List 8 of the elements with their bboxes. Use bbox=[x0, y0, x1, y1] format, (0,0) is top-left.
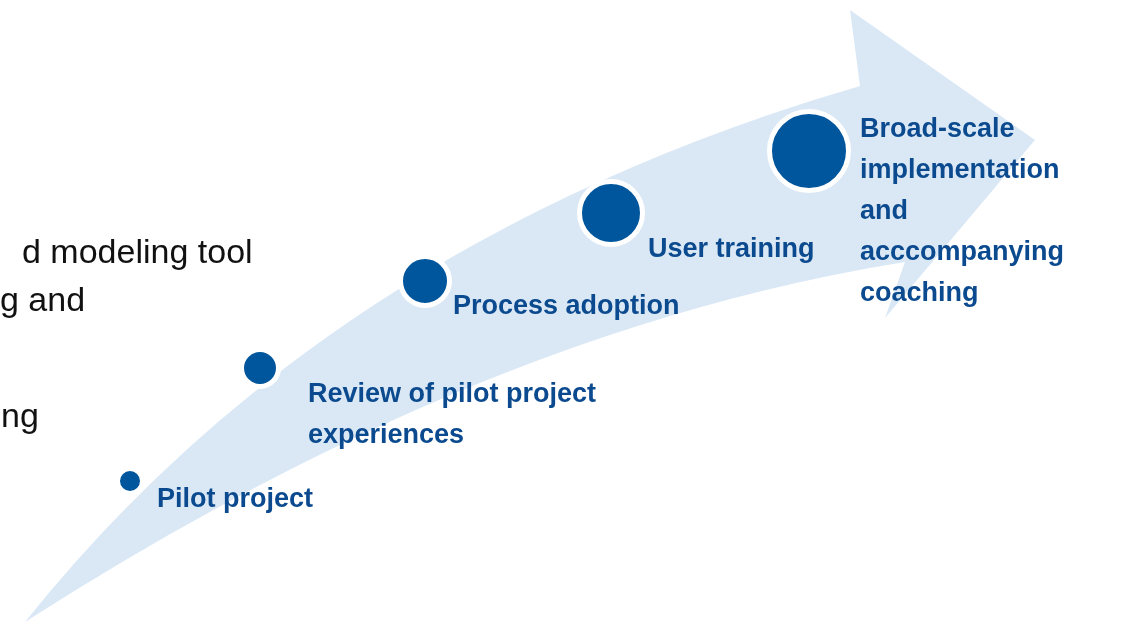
body-text: ng bbox=[1, 396, 39, 435]
milestone-label: Review of pilot project experiences bbox=[308, 377, 598, 451]
body-text: g and bbox=[0, 280, 86, 319]
milestone-label: Pilot project bbox=[157, 482, 314, 515]
milestone-label: User training bbox=[648, 232, 816, 265]
milestone-label: Broad-scale implementation and acccompanying coaching bbox=[860, 112, 1066, 309]
milestone-label: Process adoption bbox=[453, 289, 681, 322]
body-text: d modeling tool bbox=[22, 232, 253, 271]
